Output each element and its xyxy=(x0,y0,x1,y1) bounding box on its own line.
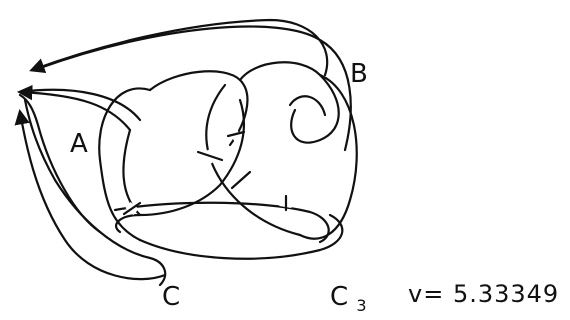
label-c: C xyxy=(162,282,180,312)
knot-strand-inner-horizontal xyxy=(115,203,329,242)
knot-strand-top-right-loop xyxy=(240,62,339,142)
label-a: A xyxy=(70,129,88,159)
knot-strand-bottom-arc xyxy=(140,215,342,259)
volume-value: v= 5.33349 xyxy=(408,280,559,308)
knot-strand-inner-lower-left xyxy=(123,130,140,215)
knot-name-main: C xyxy=(330,282,348,312)
knot-strand-right-arc xyxy=(300,75,357,239)
knot-name: C 3 xyxy=(330,282,367,315)
arrow-arc-c-outer xyxy=(25,100,165,285)
arrow-arc-a xyxy=(20,92,130,130)
knot-strand-small-loop-right xyxy=(290,96,325,115)
label-b: B xyxy=(350,59,368,89)
knot-name-subscript: 3 xyxy=(356,296,366,315)
